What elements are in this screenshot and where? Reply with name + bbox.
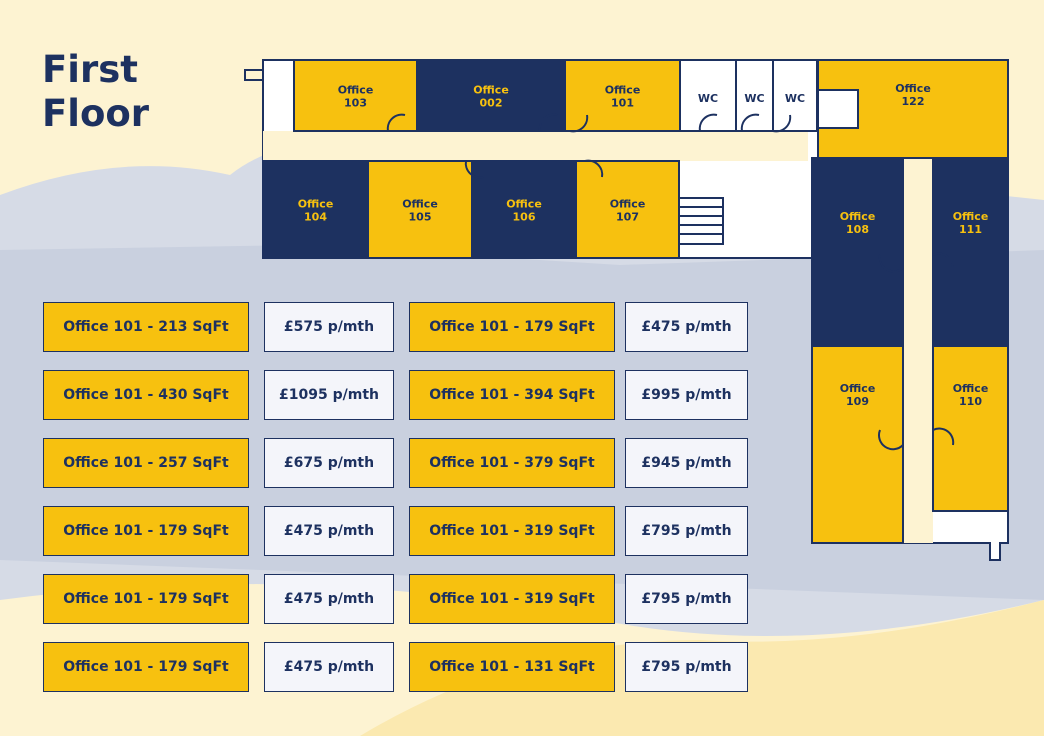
room-label: Office: [895, 82, 931, 95]
room-number: 107: [616, 211, 639, 224]
corridor: [263, 131, 808, 161]
stairs-icon: [678, 197, 724, 245]
office-size-label: Office 101 - 319 SqFt: [409, 574, 615, 624]
room-label: Office: [473, 84, 509, 97]
room-number: 101: [611, 97, 634, 110]
office-size-label: Office 101 - 179 SqFt: [43, 506, 249, 556]
office-price-label: £475 p/mth: [625, 302, 748, 352]
room-number: 104: [304, 211, 327, 224]
room-shape: [811, 345, 904, 544]
room-number: 109: [846, 395, 869, 408]
room-shape: [679, 59, 737, 132]
room-number: 002: [480, 97, 503, 110]
office-size-label: Office 101 - 394 SqFt: [409, 370, 615, 420]
room-number: 108: [846, 223, 869, 236]
room-number: 106: [513, 211, 536, 224]
room-label: Office: [840, 210, 876, 223]
title-line-1: First: [42, 48, 138, 91]
room-label: Office: [953, 382, 989, 395]
office-size-label: Office 101 - 179 SqFt: [43, 642, 249, 692]
room-shape: [811, 157, 904, 347]
room-wc2[interactable]: WC: [735, 59, 774, 132]
room-wc1[interactable]: WC: [679, 59, 737, 132]
office-price-label: £945 p/mth: [625, 438, 748, 488]
room-label: WC: [698, 92, 718, 105]
office-size-label: Office 101 - 131 SqFt: [409, 642, 615, 692]
room-shape: [735, 59, 774, 132]
room-shape: [471, 160, 577, 259]
lift: [817, 89, 859, 129]
room-label: WC: [785, 92, 805, 105]
room-label: Office: [610, 198, 646, 211]
room-number: 111: [959, 223, 982, 236]
room-shape: [262, 160, 369, 259]
room-number: 110: [959, 395, 982, 408]
room-wc3[interactable]: WC: [772, 59, 818, 132]
office-size-label: Office 101 - 257 SqFt: [43, 438, 249, 488]
office-price-label: £995 p/mth: [625, 370, 748, 420]
office-price-label: £675 p/mth: [264, 438, 394, 488]
office-price-label: £475 p/mth: [264, 642, 394, 692]
office-price-label: £1095 p/mth: [264, 370, 394, 420]
entrance: [244, 69, 263, 81]
room-label: Office: [298, 198, 334, 211]
room-number: 122: [902, 95, 925, 108]
office-price-label: £795 p/mth: [625, 574, 748, 624]
room-label: Office: [605, 84, 641, 97]
corridor-east: [903, 158, 933, 543]
room-number: 103: [344, 97, 367, 110]
office-price-label: £475 p/mth: [264, 506, 394, 556]
room-shape: [564, 59, 681, 132]
room-label: Office: [338, 84, 374, 97]
room-shape: [932, 345, 1009, 512]
room-shape: [416, 59, 566, 132]
office-price-label: £795 p/mth: [625, 642, 748, 692]
office-price-label: £475 p/mth: [264, 574, 394, 624]
room-label: Office: [953, 210, 989, 223]
room-shape: [932, 157, 1009, 347]
room-label: Office: [840, 382, 876, 395]
office-size-label: Office 101 - 179 SqFt: [43, 574, 249, 624]
office-price-label: £575 p/mth: [264, 302, 394, 352]
office-size-label: Office 101 - 430 SqFt: [43, 370, 249, 420]
room-label: WC: [744, 92, 764, 105]
title-line-2: Floor: [42, 92, 150, 135]
room-shape: [772, 59, 818, 132]
office-size-label: Office 101 - 213 SqFt: [43, 302, 249, 352]
room-shape: [575, 160, 680, 259]
doors: [386, 113, 955, 451]
office-size-label: Office 101 - 379 SqFt: [409, 438, 615, 488]
room-number: 105: [409, 211, 432, 224]
page-title: First Floor: [42, 48, 149, 136]
room-label: Office: [506, 198, 542, 211]
room-shape: [367, 160, 473, 259]
office-size-label: Office 101 - 319 SqFt: [409, 506, 615, 556]
office-size-label: Office 101 - 179 SqFt: [409, 302, 615, 352]
office-price-label: £795 p/mth: [625, 506, 748, 556]
room-label: Office: [402, 198, 438, 211]
